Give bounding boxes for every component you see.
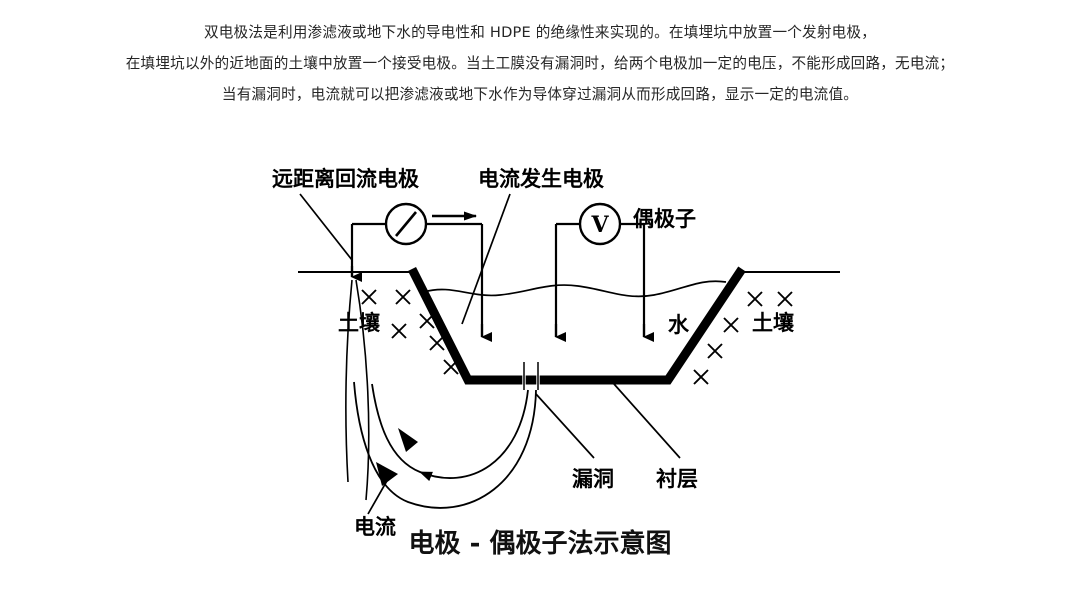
label-dipole: 偶极子 bbox=[633, 207, 696, 231]
label-soil-right: 土壤 bbox=[752, 311, 795, 335]
paragraph-line-3: 当有漏洞时，电流就可以把渗滤液或地下水作为导体穿过漏洞从而形成回路，显示一定的电… bbox=[221, 86, 859, 104]
liner-geomembrane bbox=[407, 266, 746, 385]
current-return-path-a bbox=[345, 279, 353, 483]
leader-line-leak-hole bbox=[535, 393, 595, 459]
leader-line-current bbox=[367, 471, 393, 515]
diagram-figure: 远距离回流电极 电流发生电极 偶极子 V bbox=[0, 132, 1080, 608]
current-flow-curve-outer bbox=[353, 381, 537, 509]
label-remote-return-electrode: 远距离回流电极 bbox=[272, 167, 420, 191]
leader-line-remote-return-electrode bbox=[299, 193, 353, 261]
voltmeter-letter: V bbox=[590, 212, 609, 238]
current-return-path-b bbox=[355, 279, 370, 501]
ammeter-needle-icon bbox=[395, 211, 417, 237]
current-flow-arrowhead-inner bbox=[398, 428, 418, 452]
water-surface-line bbox=[423, 280, 727, 298]
explanatory-text-block: 双电极法是利用渗滤液或地下水的导电性和 HDPE 的绝缘性来实现的。在填埋坑中放… bbox=[0, 0, 1080, 107]
figure-caption: 电极 - 偶极子法示意图 bbox=[409, 528, 672, 559]
label-liner: 衬层 bbox=[656, 467, 698, 491]
label-water: 水 bbox=[668, 313, 690, 337]
leader-line-liner bbox=[613, 383, 681, 459]
voltmeter-icon bbox=[578, 202, 622, 246]
electrode-dipole-diagram: 远距离回流电极 电流发生电极 偶极子 V bbox=[272, 167, 840, 559]
label-leak-hole: 漏洞 bbox=[572, 467, 614, 491]
label-soil-left: 土壤 bbox=[338, 311, 381, 335]
soil-hatch-left bbox=[361, 289, 459, 375]
soil-hatch-right bbox=[693, 291, 793, 385]
current-flow-curve-inner bbox=[371, 383, 529, 482]
label-current: 电流 bbox=[354, 515, 396, 539]
label-current-generating-electrode: 电流发生电极 bbox=[478, 167, 605, 191]
paragraph-line-1: 双电极法是利用渗滤液或地下水的导电性和 HDPE 的绝缘性来实现的。在填埋坑中放… bbox=[203, 24, 877, 41]
current-flow-arrowhead-outer bbox=[376, 462, 398, 486]
leader-line-current-generating-electrode bbox=[461, 193, 511, 325]
paragraph-line-2: 在填埋坑以外的近地面的土壤中放置一个接受电极。当土工膜没有漏洞时，给两个电极加一… bbox=[125, 55, 955, 73]
